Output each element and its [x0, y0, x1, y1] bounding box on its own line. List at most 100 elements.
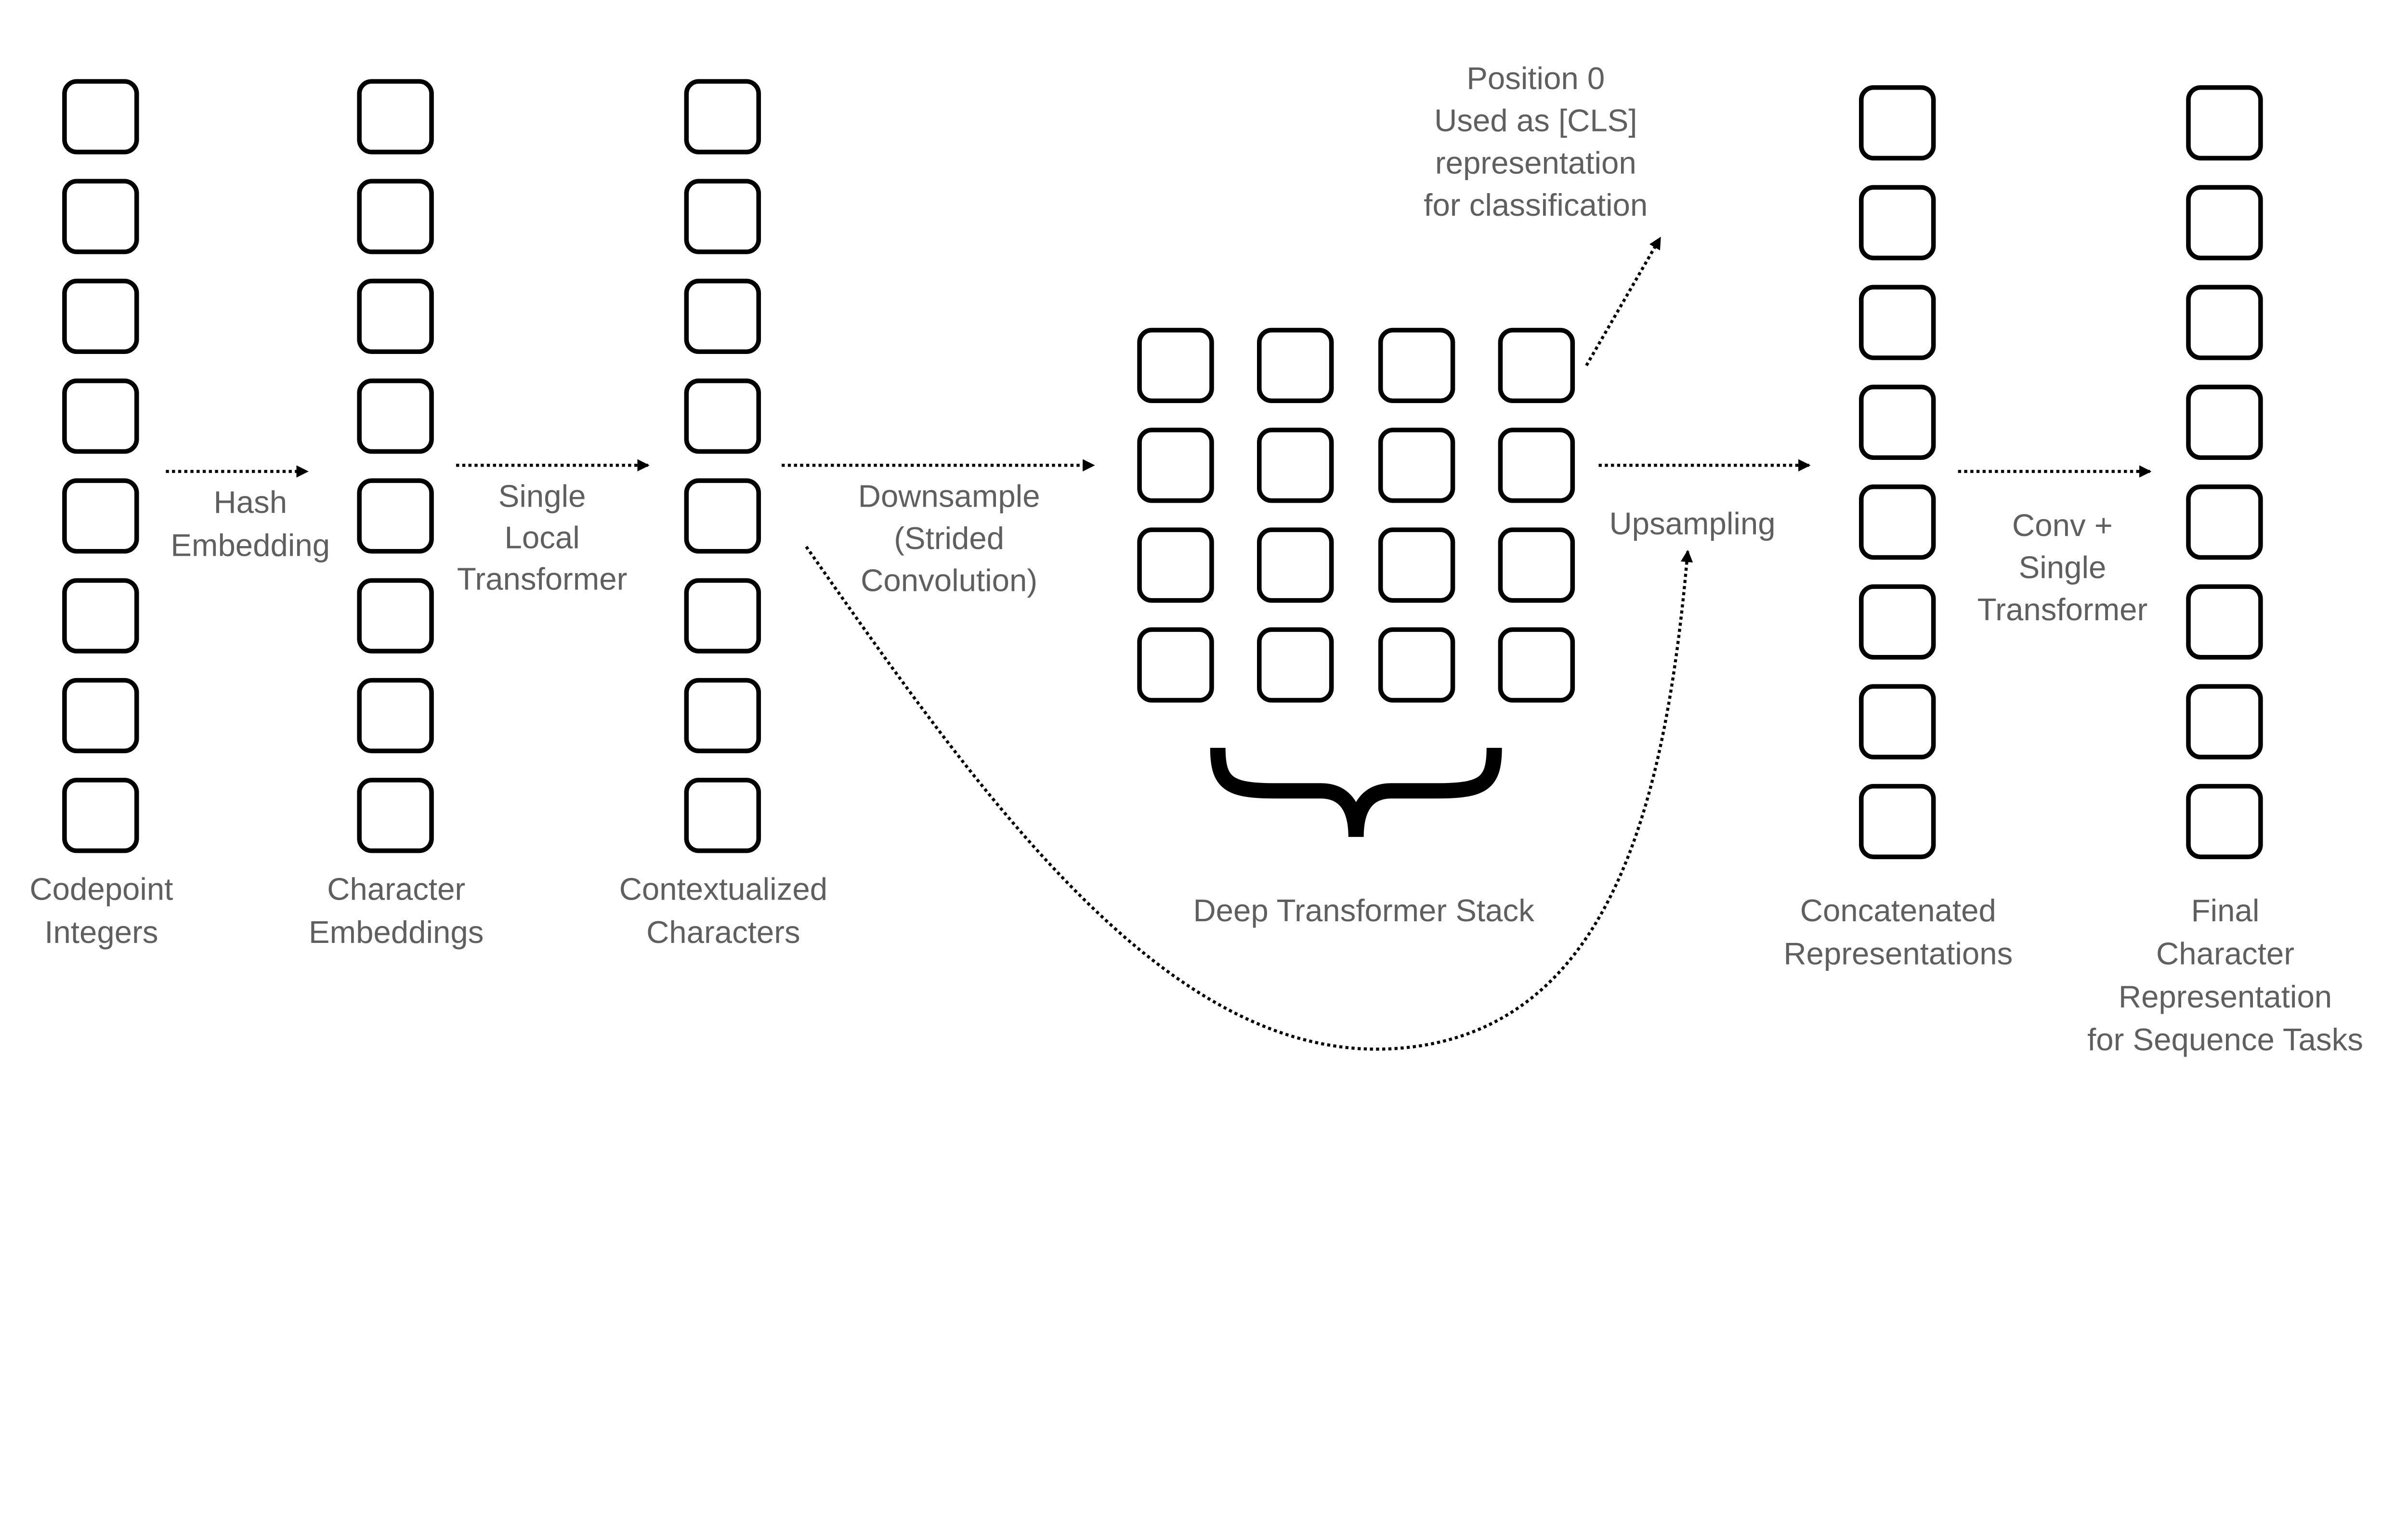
vector-box — [684, 379, 761, 454]
vector-box — [62, 778, 139, 853]
deep-stack-brace-icon — [1210, 747, 1502, 837]
vector-box — [684, 778, 761, 853]
cls-arrow — [1585, 236, 1662, 366]
column-label-line: Final — [2191, 893, 2260, 928]
cls-note-label-line: Used as [CLS] — [1434, 103, 1637, 138]
cls-note-label-line: representation — [1435, 145, 1636, 180]
deep-transformer-stack-label: Deep Transformer Stack — [1193, 893, 1534, 928]
cls-note-label-line: for classification — [1424, 187, 1648, 222]
local-transformer-label-line: Single — [498, 478, 586, 513]
vector-box — [1859, 185, 1936, 261]
downsampled-vector-box — [1257, 527, 1334, 603]
downsample-label-line: Convolution) — [861, 563, 1037, 598]
column-label-line: Representation — [2119, 979, 2332, 1014]
vector-box — [684, 179, 761, 254]
downsampled-vector-box — [1498, 428, 1575, 503]
vector-box — [2186, 484, 2263, 560]
column-label-line: Embeddings — [309, 915, 484, 950]
vector-box — [1859, 85, 1936, 161]
conv-transformer-label-line: Single — [2019, 550, 2107, 585]
vector-box — [62, 379, 139, 454]
hash-embedding-label-line: Embedding — [170, 527, 330, 562]
hash-embedding-label-line: Hash — [213, 484, 287, 520]
downsampled-vector-box — [1257, 428, 1334, 503]
vector-box — [1859, 584, 1936, 660]
column-label-line: Codepoint — [29, 872, 173, 907]
vector-box — [2186, 584, 2263, 660]
vector-box — [1859, 784, 1936, 860]
cls-note-label: Position 0 Used as [CLS] representation for… — [1424, 61, 1648, 222]
downsampled-vector-box — [1137, 327, 1214, 404]
vector-box — [2186, 285, 2263, 360]
vector-box — [62, 678, 139, 754]
vector-box — [62, 478, 139, 554]
conv-transformer-label-line: Transformer — [1977, 592, 2147, 627]
downsample-label-line: (Strided — [894, 521, 1004, 556]
upsampling-label: Upsampling — [1609, 506, 1775, 541]
conv-transformer-label-line: Conv + — [2012, 508, 2113, 543]
downsampled-vector-box — [1137, 428, 1214, 503]
downsampled-vector-box — [1378, 627, 1455, 703]
vector-box — [62, 79, 139, 155]
vector-box — [684, 478, 761, 554]
vector-box — [62, 278, 139, 354]
column-label-line: Integers — [44, 915, 158, 950]
upsampling-label-line: Upsampling — [1609, 506, 1775, 541]
vector-box — [2186, 384, 2263, 460]
vector-box — [357, 379, 434, 454]
vector-box — [1859, 684, 1936, 759]
vector-box — [62, 578, 139, 653]
downsampled-vector-box — [1378, 327, 1455, 404]
vector-box — [357, 79, 434, 155]
vector-box — [1859, 484, 1936, 560]
vector-box — [2186, 85, 2263, 161]
column-label-line: Concatenated — [1800, 893, 1996, 928]
column-label-line: Characters — [646, 915, 800, 950]
column-label-line: Contextualized — [619, 872, 827, 907]
vector-box — [684, 578, 761, 653]
column-label-line: for Sequence Tasks — [2087, 1022, 2363, 1057]
residual-skip-arrow — [805, 546, 1693, 1051]
column-label-line: Representations — [1783, 936, 2013, 971]
vector-box — [2186, 784, 2263, 860]
vector-box — [2186, 185, 2263, 261]
local-transformer-label-line: Local — [505, 520, 580, 555]
cls-note-label-line: Position 0 — [1466, 61, 1605, 96]
vector-box — [684, 79, 761, 155]
downsampled-vector-box — [1137, 527, 1214, 603]
downsampled-vector-box — [1498, 327, 1575, 404]
vector-box — [1859, 285, 1936, 360]
vector-box — [1859, 384, 1936, 460]
downsample-label-line: Downsample — [858, 478, 1040, 513]
vector-box — [357, 278, 434, 354]
vector-box — [357, 678, 434, 754]
downsampled-vector-box — [1257, 327, 1334, 404]
vector-box — [357, 478, 434, 554]
downsampled-vector-box — [1378, 527, 1455, 603]
column-label-line: Character — [2156, 936, 2294, 971]
vector-box — [2186, 684, 2263, 759]
downsampled-vector-box — [1378, 428, 1455, 503]
vector-box — [684, 678, 761, 754]
column-label-line: Character — [327, 872, 465, 907]
vector-box — [62, 179, 139, 254]
vector-box — [357, 778, 434, 853]
downsampled-vector-box — [1137, 627, 1214, 703]
vector-box — [357, 179, 434, 254]
downsampled-vector-box — [1257, 627, 1334, 703]
downsampled-vector-box — [1498, 627, 1575, 703]
downsampled-vector-box — [1498, 527, 1575, 603]
vector-box — [357, 578, 434, 653]
local-transformer-label-line: Transformer — [457, 561, 627, 596]
vector-box — [684, 278, 761, 354]
